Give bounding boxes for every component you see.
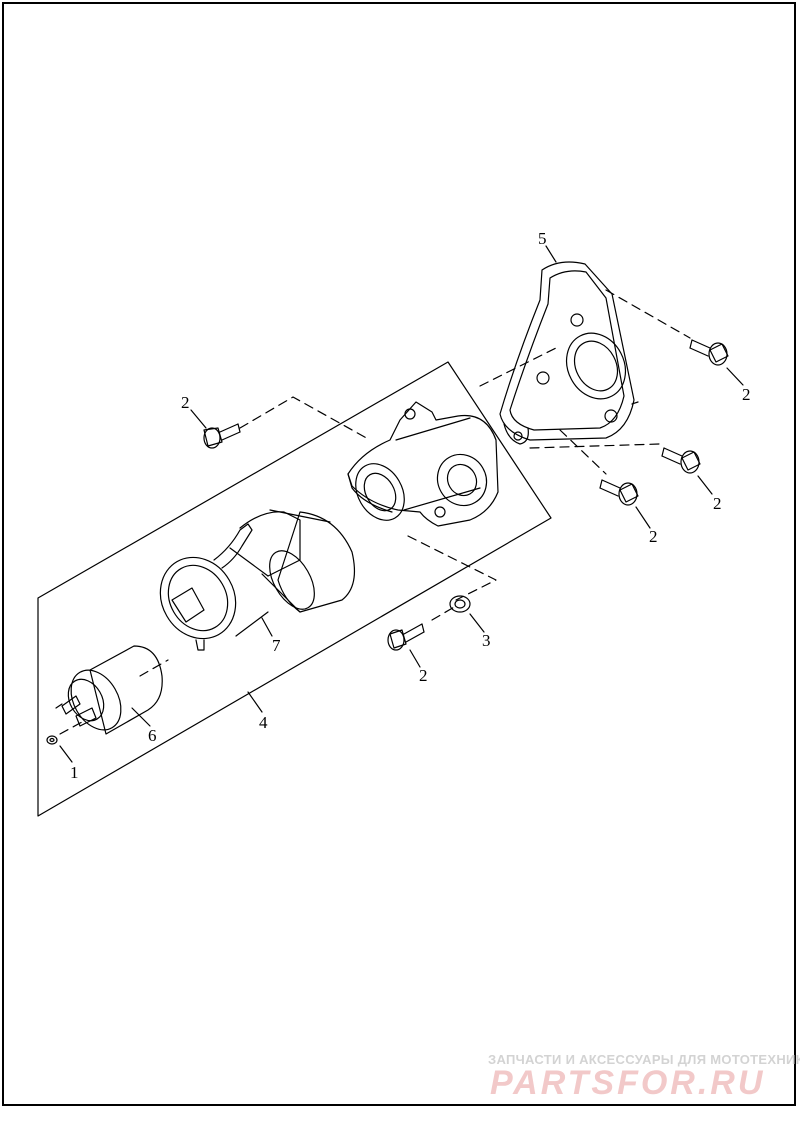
bolt-bottom <box>387 623 425 651</box>
callout-2-upper-left: 2 <box>181 393 190 412</box>
leader-2b <box>726 367 744 386</box>
leader-2e <box>409 649 421 668</box>
leader-3 <box>469 613 485 633</box>
assembly-outline <box>37 361 552 817</box>
callout-2-right-lower: 2 <box>649 527 658 546</box>
bolt-right-top <box>689 339 729 366</box>
leader-2a <box>190 409 207 429</box>
lock-washer <box>449 595 471 613</box>
watermark-tagline: ЗАПЧАСТИ И АКСЕССУАРЫ ДЛЯ МОТОТЕХНИКИ <box>488 1052 800 1067</box>
nut <box>46 735 58 745</box>
leader-4 <box>247 691 263 713</box>
mounting-bracket <box>499 261 639 445</box>
alignment-lines <box>59 289 691 735</box>
leader-2d <box>635 506 651 529</box>
leader-2c <box>697 475 713 495</box>
callout-2-right-middle: 2 <box>713 494 722 513</box>
watermark-logo: PARTSFOR.RU <box>490 1064 766 1102</box>
callout-7: 7 <box>272 636 281 655</box>
callout-2-right-top: 2 <box>742 385 751 404</box>
callout-4: 4 <box>259 713 268 732</box>
callout-5: 5 <box>538 229 547 248</box>
bolt-right-middle <box>661 447 701 474</box>
starter-drive-housing <box>347 401 499 527</box>
solenoid <box>55 645 163 735</box>
bolt-right-lower <box>599 479 639 506</box>
leader-7 <box>261 617 273 637</box>
callout-1: 1 <box>70 763 79 782</box>
diagram-frame <box>2 2 796 1106</box>
leader-6 <box>131 707 151 727</box>
bolt-upper-left <box>203 423 241 449</box>
callout-6: 6 <box>148 726 157 745</box>
callout-3: 3 <box>482 631 491 650</box>
callout-2-bottom: 2 <box>419 666 428 685</box>
starter-motor-body <box>159 509 355 651</box>
leader-1 <box>59 745 73 763</box>
leader-5 <box>545 245 557 263</box>
